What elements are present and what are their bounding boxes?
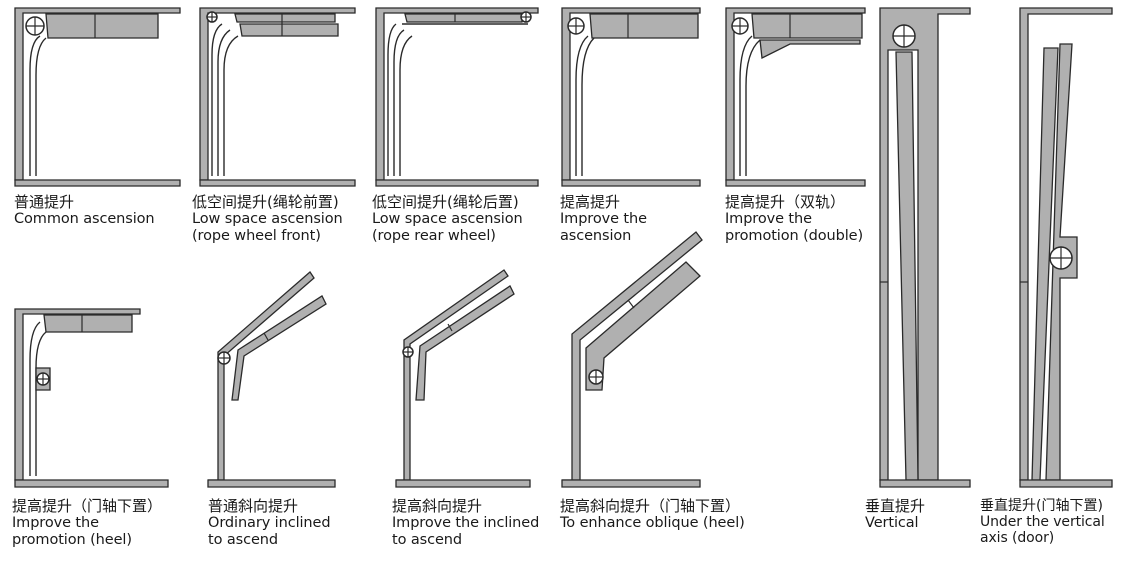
caption-en: axis (door) xyxy=(980,530,1055,547)
caption-en: (rope rear wheel) xyxy=(372,227,496,244)
caption-zh: 提高提升（双轨） xyxy=(725,193,846,211)
caption-en: promotion (double) xyxy=(725,227,864,244)
caption-zh: 提高提升（门轴下置） xyxy=(12,497,163,515)
ordinary-inclined-figure xyxy=(207,271,336,488)
caption-zh: 垂直提升 xyxy=(865,497,926,515)
caption-en: Improve the xyxy=(12,515,99,532)
caption-vertical-door: 垂直提升(门轴下置) Under the vertical axis (door… xyxy=(980,498,1105,546)
low-space-front-figure xyxy=(199,7,356,187)
improve-ascension-figure xyxy=(561,7,701,187)
improve-inclined-figure xyxy=(395,269,531,488)
caption-en: Improve the xyxy=(560,211,647,228)
caption-zh: 普通提升 xyxy=(14,193,75,211)
caption-en: Common ascension xyxy=(14,211,155,228)
caption-zh: 普通斜向提升 xyxy=(208,497,299,515)
caption-en: Ordinary inclined xyxy=(208,515,331,532)
caption-en: Improve the inclined xyxy=(392,515,540,532)
caption-improve: 提高提升 Improve the ascension xyxy=(560,193,647,245)
caption-improve-heel: 提高提升（门轴下置） Improve the promotion (heel) xyxy=(12,497,163,549)
caption-en: promotion (heel) xyxy=(12,531,132,548)
caption-zh: 低空间提升(绳轮后置) xyxy=(372,193,519,211)
caption-en: to ascend xyxy=(392,531,462,548)
caption-en: ascension xyxy=(560,227,632,244)
caption-zh: 垂直提升(门轴下置) xyxy=(980,498,1103,514)
caption-common: 普通提升 Common ascension xyxy=(14,193,155,228)
caption-low-rear: 低空间提升(绳轮后置) Low space ascension (rope re… xyxy=(372,193,523,245)
caption-zh: 提高斜向提升 xyxy=(392,497,483,515)
caption-oblique-heel: 提高斜向提升（门轴下置） To enhance oblique (heel) xyxy=(560,497,745,532)
caption-zh: 提高斜向提升（门轴下置） xyxy=(560,497,741,515)
common-track-figure xyxy=(14,7,181,187)
caption-improve-double: 提高提升（双轨） Improve the promotion (double) xyxy=(725,193,864,245)
caption-en: (rope wheel front) xyxy=(192,227,321,244)
caption-en: Low space ascension xyxy=(372,211,523,228)
caption-en: To enhance oblique (heel) xyxy=(560,515,745,532)
low-space-rear-figure xyxy=(375,7,539,187)
caption-improve-inclined: 提高斜向提升 Improve the inclined to ascend xyxy=(392,497,540,549)
vertical-door-figure xyxy=(1019,7,1113,488)
caption-en: to ascend xyxy=(208,531,278,548)
caption-low-front: 低空间提升(绳轮前置) Low space ascension (rope wh… xyxy=(192,193,343,245)
improve-double-figure xyxy=(725,7,866,187)
caption-en: Under the vertical xyxy=(980,514,1105,531)
caption-zh: 低空间提升(绳轮前置) xyxy=(192,193,339,211)
improve-heel-figure xyxy=(14,308,169,488)
caption-en: Vertical xyxy=(865,515,919,532)
caption-en: Low space ascension xyxy=(192,211,343,228)
vertical-figure xyxy=(879,7,971,488)
oblique-heel-figure xyxy=(561,231,703,488)
caption-en: Improve the xyxy=(725,211,812,228)
caption-vertical: 垂直提升 Vertical xyxy=(865,497,926,532)
caption-ordinary-inclined: 普通斜向提升 Ordinary inclined to ascend xyxy=(208,497,331,549)
caption-zh: 提高提升 xyxy=(560,193,621,211)
